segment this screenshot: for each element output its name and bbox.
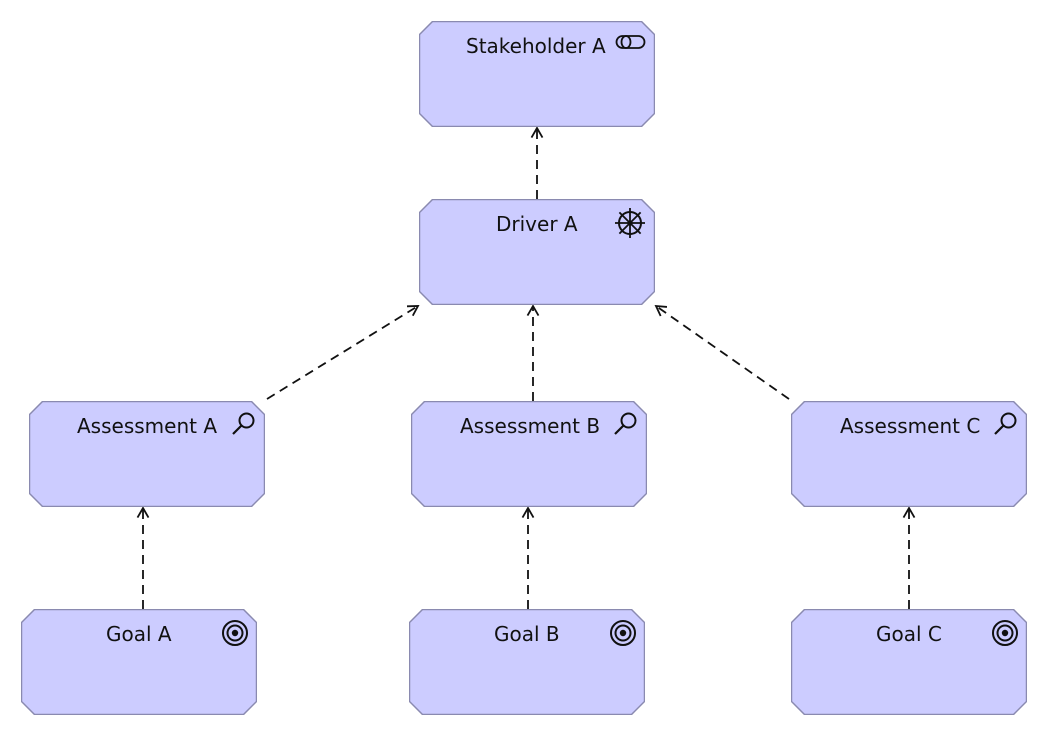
assessment-icon — [232, 412, 255, 435]
node-label: Goal A — [106, 622, 172, 646]
arrowhead — [902, 506, 916, 518]
node-shape — [409, 609, 645, 715]
arrowhead — [406, 305, 420, 317]
arrowhead — [530, 126, 544, 138]
node-driver-a[interactable]: Driver A — [419, 199, 655, 305]
node-shape — [791, 609, 1027, 715]
node-label: Assessment B — [460, 414, 601, 438]
node-goal-b[interactable]: Goal B — [409, 609, 645, 715]
node-assessment-a[interactable]: Assessment A — [29, 401, 265, 507]
node-assessment-b[interactable]: Assessment B — [411, 401, 647, 507]
node-label: Driver A — [496, 212, 578, 236]
node-goal-a[interactable]: Goal A — [21, 609, 257, 715]
goal-icon — [992, 620, 1018, 646]
node-label: Assessment A — [77, 414, 218, 438]
driver-icon — [615, 208, 645, 238]
edge-driver-a-to-stakeholder-a — [530, 126, 544, 199]
goal-icon — [222, 620, 248, 646]
node-label: Assessment C — [840, 414, 981, 438]
arrowhead — [526, 304, 540, 316]
node-label: Goal B — [494, 622, 560, 646]
node-shape — [21, 609, 257, 715]
node-shape — [791, 401, 1027, 507]
edge-goal-a-to-assessment-a — [136, 506, 150, 609]
stakeholder-icon — [615, 35, 646, 49]
edge-assessment-c-to-driver-a — [654, 304, 790, 400]
arrowhead — [654, 304, 668, 317]
assessment-icon — [994, 412, 1017, 435]
arrowhead — [136, 506, 150, 518]
node-assessment-c[interactable]: Assessment C — [791, 401, 1027, 507]
edge-assessment-b-to-driver-a — [526, 304, 540, 401]
node-label: Stakeholder A — [466, 34, 606, 58]
arrowhead — [521, 506, 535, 518]
node-goal-c[interactable]: Goal C — [791, 609, 1027, 715]
edge-goal-b-to-assessment-b — [521, 506, 535, 609]
node-shape — [419, 21, 655, 127]
node-shape — [29, 401, 265, 507]
edge-assessment-a-to-driver-a — [266, 305, 420, 400]
node-shape — [411, 401, 647, 507]
goal-icon — [610, 620, 636, 646]
node-stakeholder-a[interactable]: Stakeholder A — [419, 21, 655, 127]
edge-goal-c-to-assessment-c — [902, 506, 916, 609]
node-label: Goal C — [876, 622, 942, 646]
assessment-icon — [614, 412, 637, 435]
node-shape — [419, 199, 655, 305]
